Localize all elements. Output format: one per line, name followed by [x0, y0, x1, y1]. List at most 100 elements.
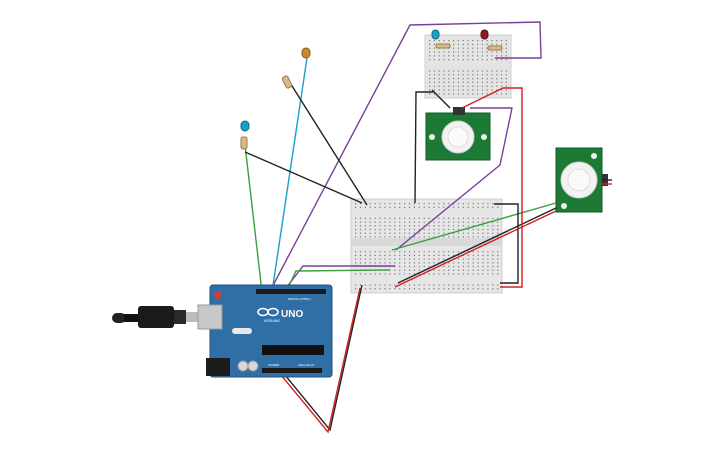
- breadboard-hole[interactable]: [413, 203, 415, 205]
- breadboard-hole[interactable]: [438, 59, 440, 61]
- breadboard-hole[interactable]: [423, 265, 425, 268]
- breadboard-hole[interactable]: [477, 85, 479, 87]
- breadboard-hole[interactable]: [486, 59, 488, 61]
- breadboard-hole[interactable]: [453, 206, 455, 208]
- breadboard-hole[interactable]: [433, 262, 435, 264]
- usb-cable[interactable]: [112, 306, 198, 328]
- breadboard-hole[interactable]: [477, 273, 479, 275]
- breadboard-hole[interactable]: [497, 232, 499, 234]
- breadboard-hole[interactable]: [457, 203, 460, 205]
- breadboard-hole[interactable]: [467, 43, 469, 45]
- breadboard-hole[interactable]: [453, 85, 455, 87]
- breadboard-hole[interactable]: [482, 221, 484, 223]
- breadboard-hole[interactable]: [462, 81, 464, 83]
- breadboard-hole[interactable]: [492, 262, 494, 264]
- breadboard-hole[interactable]: [472, 43, 474, 45]
- breadboard-hole[interactable]: [448, 217, 450, 219]
- breadboard-hole[interactable]: [482, 265, 484, 268]
- breadboard-hole[interactable]: [448, 225, 450, 227]
- breadboard-hole[interactable]: [418, 228, 420, 231]
- breadboard-hole[interactable]: [423, 203, 425, 205]
- breadboard-hole[interactable]: [429, 55, 431, 57]
- breadboard-hole[interactable]: [443, 265, 445, 268]
- wire-red[interactable]: [461, 87, 523, 288]
- breadboard-hole[interactable]: [501, 51, 503, 53]
- breadboard-hole[interactable]: [505, 89, 507, 91]
- breadboard-hole[interactable]: [487, 273, 489, 275]
- breadboard-hole[interactable]: [487, 288, 489, 290]
- breadboard-hole[interactable]: [481, 43, 483, 45]
- breadboard-hole[interactable]: [413, 236, 415, 238]
- breadboard-hole[interactable]: [394, 273, 396, 275]
- breadboard-hole[interactable]: [443, 89, 445, 91]
- breadboard-hole[interactable]: [443, 51, 445, 53]
- breadboard-hole[interactable]: [492, 265, 494, 268]
- breadboard-hole[interactable]: [433, 70, 435, 72]
- breadboard-hole[interactable]: [364, 221, 366, 223]
- breadboard-hole[interactable]: [443, 59, 445, 61]
- pot-icon[interactable]: [591, 153, 597, 159]
- breadboard-hole[interactable]: [491, 74, 493, 76]
- breadboard-hole[interactable]: [359, 236, 362, 238]
- breadboard-hole[interactable]: [399, 217, 401, 219]
- breadboard-hole[interactable]: [501, 74, 503, 76]
- breadboard-hole[interactable]: [457, 51, 459, 53]
- breadboard-hole[interactable]: [413, 254, 415, 256]
- breadboard-hole[interactable]: [428, 228, 430, 231]
- breadboard-hole[interactable]: [433, 273, 435, 275]
- resistor[interactable]: [240, 136, 248, 150]
- breadboard-hole[interactable]: [467, 232, 469, 234]
- wire-purple[interactable]: [395, 107, 513, 251]
- breadboard-hole[interactable]: [394, 203, 396, 205]
- breadboard-hole[interactable]: [472, 51, 474, 53]
- breadboard-hole[interactable]: [394, 269, 396, 271]
- breadboard-hole[interactable]: [453, 217, 455, 219]
- breadboard-hole[interactable]: [355, 262, 357, 264]
- breadboard-hole[interactable]: [477, 59, 479, 61]
- breadboard-hole[interactable]: [429, 70, 431, 72]
- breadboard-hole[interactable]: [467, 40, 469, 42]
- breadboard-hole[interactable]: [399, 269, 401, 271]
- arduino-uno[interactable]: UNO ARDUINO DIGITAL (PWM~) POWER ANALOG …: [197, 284, 333, 378]
- breadboard-hole[interactable]: [443, 288, 445, 290]
- breadboard-hole[interactable]: [369, 217, 371, 219]
- breadboard-hole[interactable]: [472, 288, 474, 290]
- breadboard-hole[interactable]: [462, 258, 464, 260]
- led-red[interactable]: [480, 29, 489, 40]
- breadboard-hole[interactable]: [482, 232, 484, 234]
- breadboard-hole[interactable]: [487, 269, 489, 271]
- breadboard-hole[interactable]: [404, 206, 406, 208]
- breadboard-hole[interactable]: [418, 273, 420, 275]
- breadboard-hole[interactable]: [505, 55, 507, 57]
- breadboard-hole[interactable]: [394, 217, 396, 219]
- breadboard-hole[interactable]: [404, 217, 406, 219]
- breadboard-hole[interactable]: [399, 288, 401, 290]
- breadboard-hole[interactable]: [423, 258, 425, 260]
- breadboard-hole[interactable]: [457, 251, 460, 253]
- breadboard-hole[interactable]: [413, 269, 415, 271]
- breadboard-hole[interactable]: [462, 265, 464, 268]
- breadboard-hole[interactable]: [457, 40, 459, 42]
- breadboard-hole[interactable]: [369, 288, 371, 290]
- breadboard-hole[interactable]: [477, 236, 479, 238]
- breadboard-hole[interactable]: [457, 265, 460, 268]
- breadboard-hole[interactable]: [448, 273, 450, 275]
- breadboard-hole[interactable]: [457, 258, 460, 260]
- breadboard-hole[interactable]: [462, 59, 464, 61]
- breadboard-hole[interactable]: [462, 74, 464, 76]
- breadboard-hole[interactable]: [457, 273, 460, 275]
- breadboard-hole[interactable]: [423, 262, 425, 264]
- breadboard-hole[interactable]: [408, 221, 411, 223]
- breadboard-hole[interactable]: [482, 288, 484, 290]
- breadboard-hole[interactable]: [428, 284, 430, 286]
- breadboard-hole[interactable]: [418, 251, 420, 253]
- breadboard-hole[interactable]: [443, 203, 445, 205]
- breadboard-hole[interactable]: [505, 74, 507, 76]
- breadboard-hole[interactable]: [399, 265, 401, 268]
- breadboard-hole[interactable]: [453, 288, 455, 290]
- breadboard-hole[interactable]: [404, 251, 406, 253]
- breadboard-hole[interactable]: [477, 70, 479, 72]
- breadboard-hole[interactable]: [472, 40, 474, 42]
- wire-purple[interactable]: [267, 21, 542, 296]
